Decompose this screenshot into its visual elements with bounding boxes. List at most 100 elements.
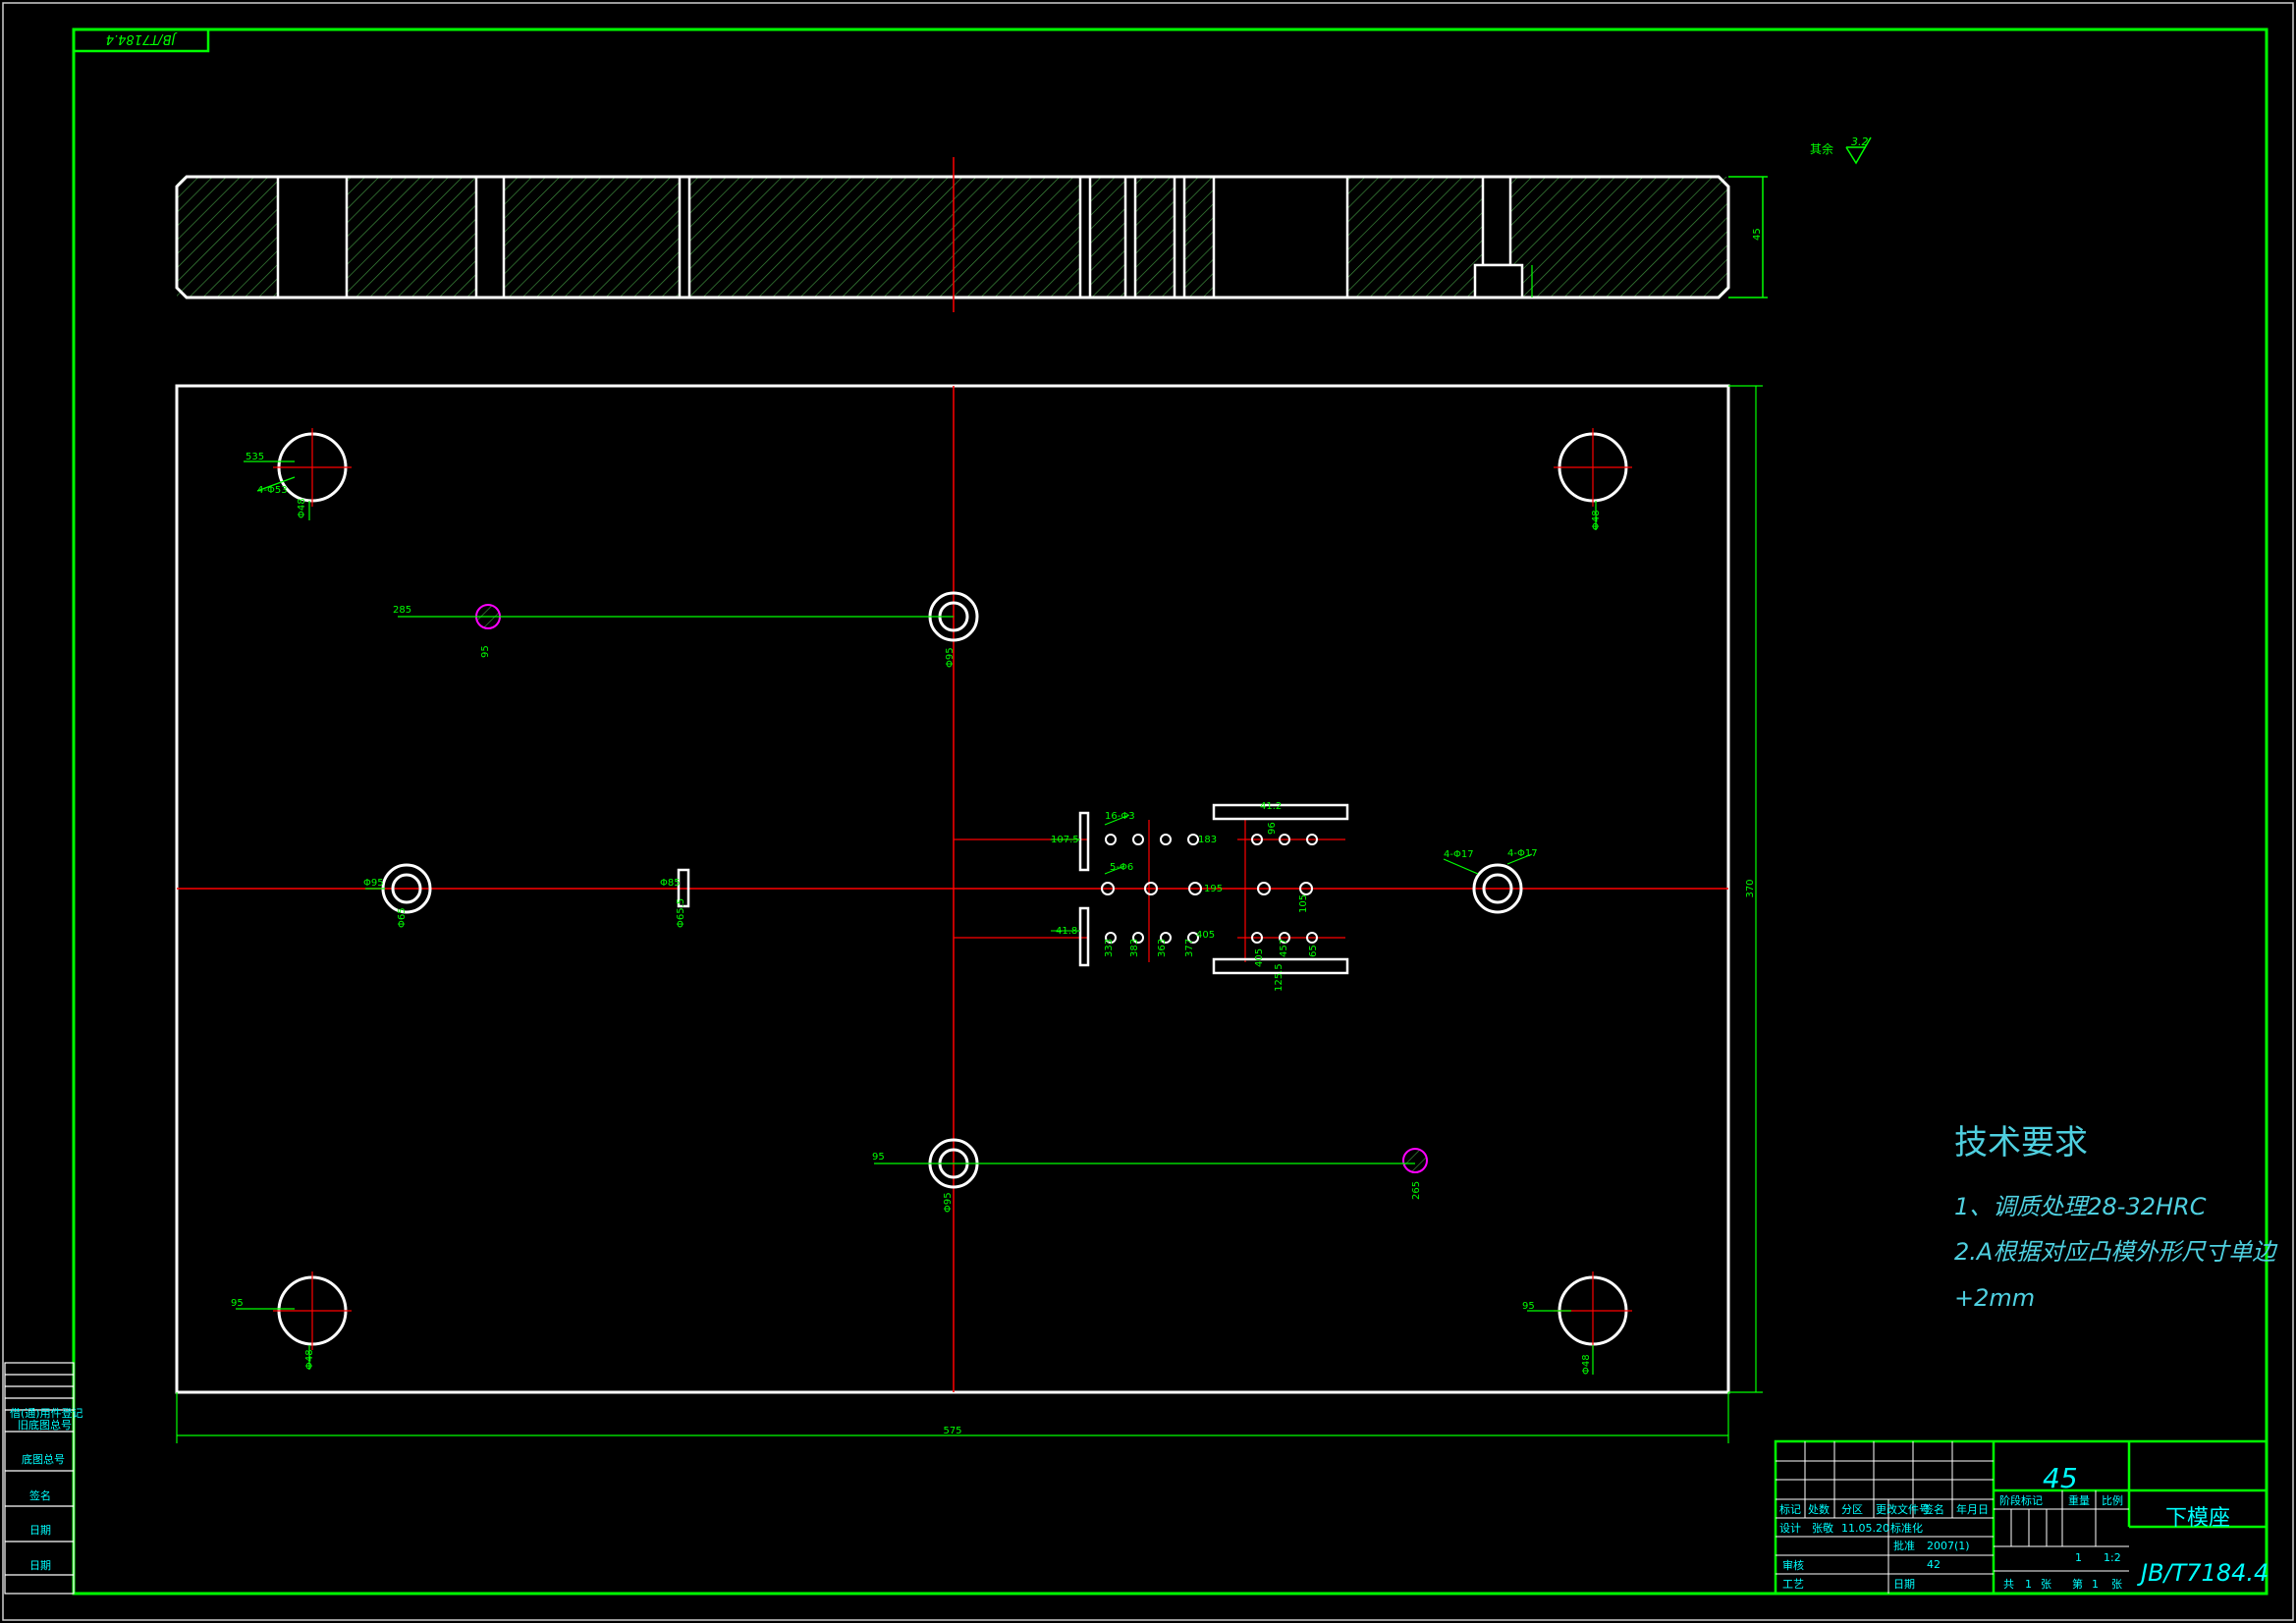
roughness-label: 其余 [1810,141,1833,156]
small-hole [1187,932,1199,944]
tb-stage: 比例 [2102,1493,2123,1507]
small-hole [1257,882,1271,895]
part-name: 下模座 [2165,1506,2230,1531]
top-dowel-x: 285 [393,605,411,616]
left-guide-dim2: Φ65 [397,907,408,928]
height-dim: 370 [1745,879,1756,897]
cluster-dim: 405 [1254,948,1265,967]
tb-header: 年月日 [1956,1502,1989,1516]
tb-sheet: 张 [2041,1578,2051,1591]
tb-sheet: 1 [2025,1578,2032,1591]
tb-left-label: 工艺 [1782,1578,1804,1591]
small-hole [1160,932,1172,944]
cluster-dim: 377 [1184,939,1195,957]
small-hole [1188,882,1202,895]
bot-dowel-y: 265 [1411,1181,1422,1200]
tb-sheet: 共 [2003,1578,2014,1591]
cluster-dim: 363 [1157,939,1168,957]
small-hole [1251,932,1263,944]
tb-header: 更改文件号 [1876,1502,1930,1516]
side-label: 底图总号 [22,1452,65,1466]
cluster-dim: 383 [1129,939,1140,957]
top-dowel-y: 95 [480,645,491,658]
cluster-dim: 41.2 [1260,801,1282,812]
cluster-slot [1078,811,1090,872]
small-hole [1306,932,1318,944]
side-label: 签名 [29,1488,51,1502]
corner-offset-dim: 95 [1522,1301,1535,1312]
cluster-dim: 125.5 [1274,963,1285,992]
slot [677,868,690,908]
tb-header: 签名 [1923,1502,1944,1516]
width-dim: 575 [943,1426,961,1436]
cluster-dim: 457 [1279,939,1289,957]
small-hole [1144,882,1158,895]
plan-view: 575 370 535 4-Φ53 Φ48 Φ48 95 Φ48 95 Φ48 … [175,384,1763,1443]
cluster-dim: 41.8 [1056,926,1077,937]
section-hole [1212,175,1349,299]
tb-designer: 11.05.20 [1841,1522,1889,1535]
bot-dowel-x: 95 [872,1152,885,1163]
guide-hole [1472,863,1523,914]
dowel-hole [475,604,1428,1173]
tb-designer: 张敬 [1812,1522,1833,1535]
side-label: 日期 [29,1559,51,1572]
corner-code: JB/T7184.4 [106,31,179,46]
small-hole [1187,834,1199,845]
section-outline [175,175,1730,299]
guide-note: 4-Φ17 [1444,849,1474,860]
small-hole [1299,882,1313,895]
die-cluster: 16-Φ3 5-Φ6 107.5 41.8 183 195 405 41.2 1… [954,801,1349,992]
section-hole [1173,175,1186,299]
thickness-dim: 45 [1752,228,1763,241]
slot-dim: Φ85 [660,878,681,889]
cluster-slot [1212,803,1349,821]
left-guide-dim: Φ95 [363,878,384,889]
cluster-slot [1212,957,1349,975]
cluster-note: 16-Φ3 [1105,811,1135,822]
tb-right-label: 日期 [1893,1578,1915,1591]
small-hole [1105,932,1117,944]
side-label: 日期 [29,1524,51,1537]
tb-sheet: 1 [2092,1578,2099,1591]
small-hole [1279,834,1290,845]
cluster-dim: 405 [1196,930,1215,941]
tb-right-label: 批准 [1893,1539,1915,1552]
tb-header: 处数 [1808,1503,1830,1516]
section-hole [276,175,349,299]
guide-hole [391,873,422,904]
tb-stage: 阶段标记 [1999,1493,2043,1507]
corner-code-box: JB/T7184.4 [72,27,210,53]
cluster-dim: 195 [1204,884,1223,894]
guide-hole-dim: Φ95 [945,647,956,668]
guide-hole [1482,873,1513,904]
small-hole [1132,932,1144,944]
tb-field: 2007(1) [1927,1540,1970,1552]
tb-header: 标记 [1779,1502,1801,1516]
cluster-note: 5-Φ6 [1110,862,1133,873]
tb-stage: 重量 [2068,1493,2090,1507]
title-block: 45 下模座 JB/T7184.4 标记 处数 分区 更改文件号 签名 年月日 … [1774,1439,2269,1596]
cluster-dim: 105 [1298,894,1309,913]
tech-item: 2.A根据对应凸模外形尺寸单边 [1954,1238,2278,1266]
small-hole [1306,834,1318,845]
cluster-dim: 96 [1267,822,1278,835]
tech-item: 1、调质处理28-32HRC [1954,1193,2207,1220]
guide-hole-dim: Φ95 [943,1192,954,1213]
corner-offset-dim: 95 [231,1298,244,1309]
tb-header: 分区 [1841,1503,1863,1516]
tb-designer: 设计 [1779,1522,1801,1535]
section-hole [1123,175,1137,299]
section-view: 45 [175,157,1768,312]
small-hole [1101,882,1115,895]
material: 45 [2043,1462,2078,1494]
tb-scale: 1:2 [2104,1551,2121,1564]
corner-hole-dia: Φ48 [297,498,307,518]
side-label: 借(通)用件登记 [10,1406,83,1420]
side-table [4,1362,75,1595]
section-hole [678,175,691,299]
inner-frame [72,27,2269,1596]
tb-designer: 标准化 [1890,1521,1923,1535]
tech-item: +2mm [1954,1284,2035,1312]
